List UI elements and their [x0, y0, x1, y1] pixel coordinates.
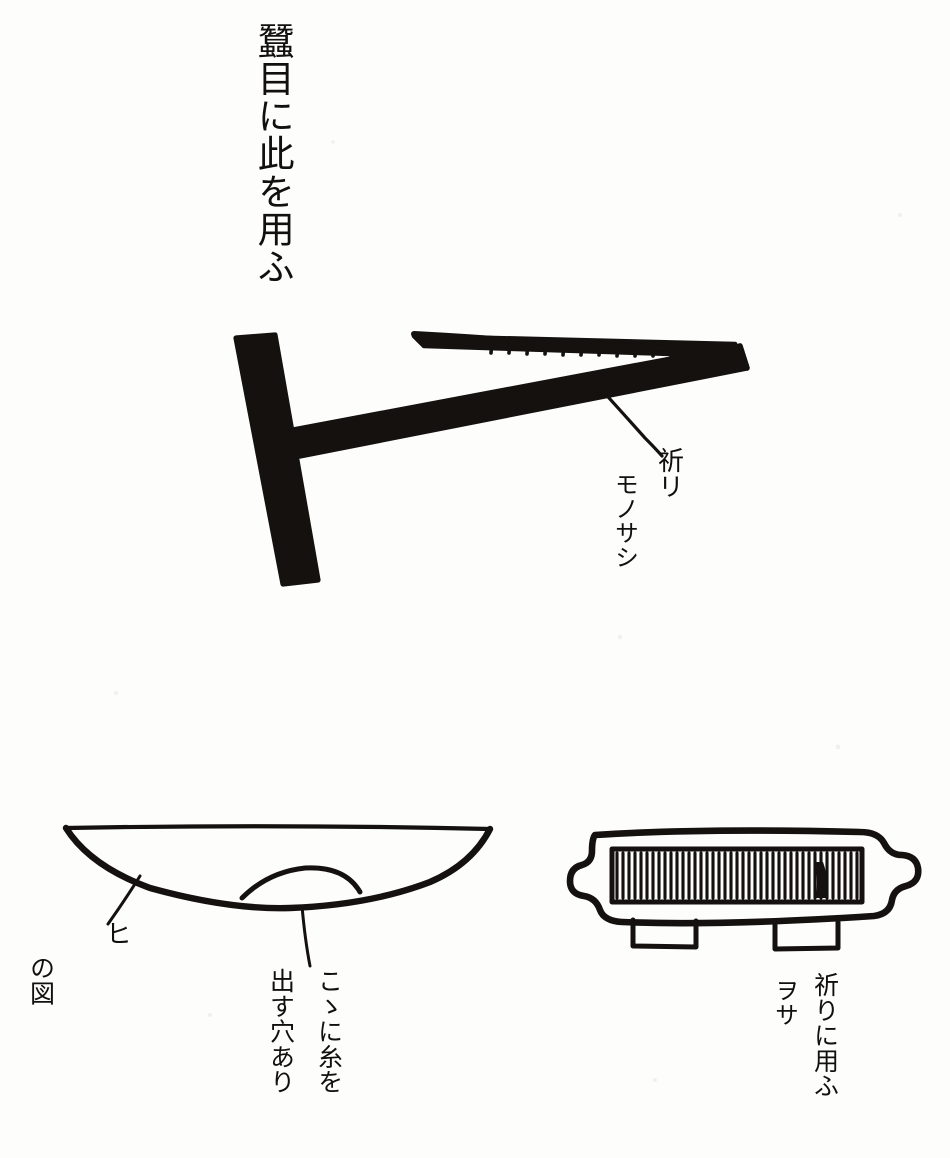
ruler-upper-blade — [411, 331, 739, 359]
ruler-caption-inori: 祈リ — [653, 447, 684, 500]
reed-inner-block — [609, 846, 865, 905]
reed-outer-frame — [566, 827, 922, 927]
ruler-angled-ticks — [302, 351, 726, 455]
ruler-vertical-ticks — [237, 344, 306, 572]
ruler-caption-monosashi: モノサシ — [610, 472, 639, 569]
ruler-leader-line — [588, 375, 664, 458]
reed-ink-blotch — [815, 862, 827, 898]
reed-label-osa: ヲサ — [770, 978, 799, 1027]
ruler-blade-ticks — [489, 339, 710, 359]
ruler-angled-arm — [290, 343, 750, 459]
shuttle-label-hi: ヒ — [101, 920, 132, 947]
shuttle-caption-hole: 出す穴あり — [266, 968, 296, 1095]
reed-caption-use: 祈りに用ふ — [810, 972, 840, 1099]
shuttle-caption-thread: こゝに糸を — [314, 968, 344, 1095]
page-title: 蠶目に此を用ふ — [251, 22, 295, 285]
ruler-end-cap — [737, 343, 750, 371]
reed-figure — [566, 827, 922, 952]
reed-dents — [615, 851, 859, 900]
paper-specks — [114, 140, 903, 1082]
shuttle-figure — [62, 824, 494, 968]
shuttle-top-edge — [63, 824, 493, 832]
shuttle-body — [62, 824, 494, 912]
shuttle-leader-line-hi — [106, 874, 142, 926]
ruler-figure — [233, 331, 750, 587]
ruler-vertical-arm — [233, 332, 321, 587]
reed-foot-left — [630, 917, 699, 950]
shuttle-leader-line-hole — [300, 904, 312, 968]
shuttle-figure-suffix: の図 — [26, 955, 56, 1006]
reed-foot-right — [772, 919, 841, 952]
shuttle-hole — [239, 865, 363, 901]
